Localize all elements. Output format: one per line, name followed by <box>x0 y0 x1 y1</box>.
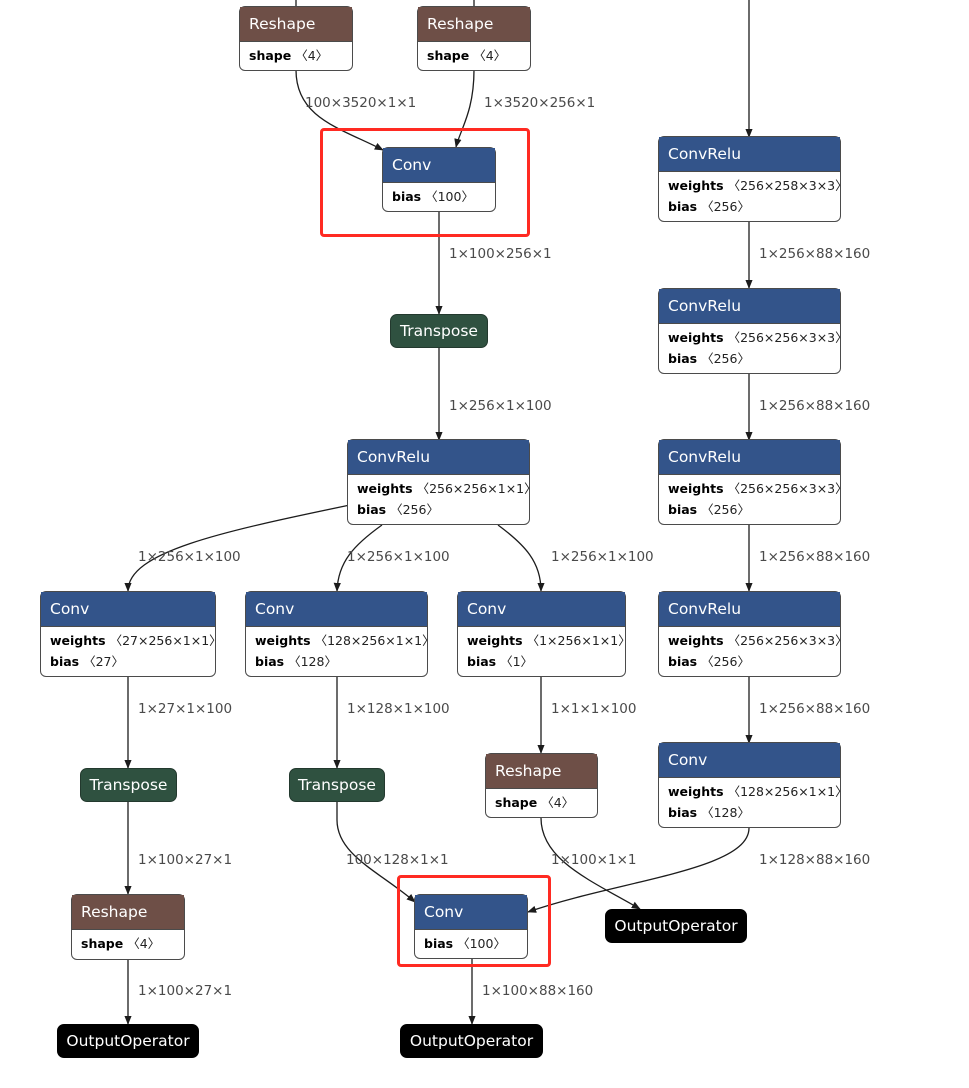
node-reshape-a[interactable]: Reshape shape〈4〉 <box>239 6 353 71</box>
node-output-mid[interactable]: OutputOperator <box>400 1024 543 1058</box>
node-convrelu-r3[interactable]: ConvRelu weights〈256×256×3×3〉 bias〈256〉 <box>658 439 848 525</box>
node-attr: bias〈100〉 <box>424 936 506 951</box>
edge-r5-to-conv-bottom <box>527 827 750 913</box>
node-reshape-right[interactable]: Reshape shape〈4〉 <box>485 753 598 818</box>
node-attr: weights〈256×256×1×1〉 <box>357 481 537 496</box>
edge-label: 1×256×88×160 <box>759 701 871 717</box>
edge-label: 1×100×27×1 <box>138 852 233 868</box>
node-transpose-top[interactable]: Transpose <box>390 314 488 348</box>
highlight-box-top <box>320 128 530 237</box>
node-title: ConvRelu <box>659 440 840 475</box>
node-attr: bias〈256〉 <box>668 654 750 669</box>
edge-label: 1×128×88×160 <box>759 852 871 868</box>
node-output-right[interactable]: OutputOperator <box>605 909 747 943</box>
node-attr: bias〈256〉 <box>668 351 750 366</box>
node-conv-r5[interactable]: Conv weights〈128×256×1×1〉 bias〈128〉 <box>658 742 848 828</box>
edge-convrelu-to-conv1 <box>497 524 545 592</box>
node-conv-1[interactable]: Conv weights〈1×256×1×1〉 bias〈1〉 <box>457 591 631 677</box>
node-title: Conv <box>383 148 495 183</box>
highlight-box-bottom <box>397 875 551 967</box>
node-title: Conv <box>458 592 625 627</box>
node-conv-top[interactable]: Conv bias〈100〉 <box>382 147 496 212</box>
edge-label: 1×100×256×1 <box>449 246 552 262</box>
edge-label: 1×128×1×100 <box>347 701 450 717</box>
node-attr: weights〈256×256×3×3〉 <box>668 481 848 496</box>
edge-label: 1×100×88×160 <box>482 983 594 999</box>
node-title: Conv <box>415 895 527 930</box>
node-output-left[interactable]: OutputOperator <box>57 1024 199 1058</box>
edge-label: 1×256×1×100 <box>449 398 552 414</box>
node-attr: shape〈4〉 <box>81 936 161 951</box>
node-title: ConvRelu <box>659 289 840 324</box>
node-attr: weights〈27×256×1×1〉 <box>50 633 222 648</box>
edge-label: 1×256×88×160 <box>759 549 871 565</box>
node-convrelu-r4[interactable]: ConvRelu weights〈256×256×3×3〉 bias〈256〉 <box>658 591 848 677</box>
node-title: Conv <box>659 743 840 778</box>
edge-label: 1×256×1×100 <box>347 549 450 565</box>
node-title: ConvRelu <box>348 440 529 475</box>
node-title: Conv <box>246 592 427 627</box>
node-attr: bias〈128〉 <box>668 805 750 820</box>
node-title: Reshape <box>418 7 530 42</box>
node-attr: weights〈1×256×1×1〉 <box>467 633 631 648</box>
node-attr: weights〈256×258×3×3〉 <box>668 178 848 193</box>
edge-convrelu-to-conv128 <box>333 524 383 592</box>
node-attr: bias〈128〉 <box>255 654 337 669</box>
node-convrelu-r2[interactable]: ConvRelu weights〈256×256×3×3〉 bias〈256〉 <box>658 288 848 374</box>
edge-label: 1×3520×256×1 <box>484 95 596 111</box>
node-attr: bias〈100〉 <box>392 189 474 204</box>
node-title: ConvRelu <box>659 137 840 172</box>
node-title: Conv <box>41 592 215 627</box>
node-reshape-left[interactable]: Reshape shape〈4〉 <box>71 894 185 960</box>
node-title: Reshape <box>486 754 597 789</box>
node-attr: bias〈256〉 <box>357 502 439 517</box>
node-attr: weights〈256×256×3×3〉 <box>668 330 848 345</box>
edge-label: 1×1×1×100 <box>551 701 637 717</box>
edge-label: 1×100×1×1 <box>551 852 637 868</box>
edge-reshape-right-to-output <box>540 817 641 910</box>
node-attr: bias〈256〉 <box>668 199 750 214</box>
node-title: ConvRelu <box>659 592 840 627</box>
node-transpose-left[interactable]: Transpose <box>80 768 177 802</box>
node-conv-27[interactable]: Conv weights〈27×256×1×1〉 bias〈27〉 <box>40 591 222 677</box>
node-attr: bias〈256〉 <box>668 502 750 517</box>
edge-label: 1×256×88×160 <box>759 246 871 262</box>
node-conv-bottom[interactable]: Conv bias〈100〉 <box>414 894 528 959</box>
node-attr: bias〈27〉 <box>50 654 125 669</box>
node-attr: shape〈4〉 <box>495 795 575 810</box>
node-attr: shape〈4〉 <box>249 48 329 63</box>
node-conv-128a[interactable]: Conv weights〈128×256×1×1〉 bias〈128〉 <box>245 591 435 677</box>
edge-label: 1×100×27×1 <box>138 983 233 999</box>
node-convrelu-r1[interactable]: ConvRelu weights〈256×258×3×3〉 bias〈256〉 <box>658 136 848 222</box>
edge-label: 1×27×1×100 <box>138 701 233 717</box>
node-title: Reshape <box>240 7 352 42</box>
node-attr: bias〈1〉 <box>467 654 534 669</box>
node-reshape-b[interactable]: Reshape shape〈4〉 <box>417 6 531 71</box>
edge-label: 1×256×88×160 <box>759 398 871 414</box>
edge-label: 1×256×1×100 <box>551 549 654 565</box>
node-attr: weights〈256×256×3×3〉 <box>668 633 848 648</box>
edge-label: 100×128×1×1 <box>346 852 449 868</box>
edge-label: 100×3520×1×1 <box>305 95 417 111</box>
node-attr: weights〈128×256×1×1〉 <box>255 633 435 648</box>
edge-convrelu-to-conv27 <box>124 504 351 592</box>
node-transpose-mid[interactable]: Transpose <box>289 768 385 802</box>
node-title: Reshape <box>72 895 184 930</box>
edge-transpose-to-conv-bottom <box>336 802 416 903</box>
edge-reshape-a-to-conv <box>295 69 384 151</box>
node-convrelu-mid[interactable]: ConvRelu weights〈256×256×1×1〉 bias〈256〉 <box>347 439 537 525</box>
edge-reshape-b-to-conv <box>454 69 475 148</box>
node-attr: weights〈128×256×1×1〉 <box>668 784 848 799</box>
edge-label: 1×256×1×100 <box>138 549 241 565</box>
node-attr: shape〈4〉 <box>427 48 507 63</box>
